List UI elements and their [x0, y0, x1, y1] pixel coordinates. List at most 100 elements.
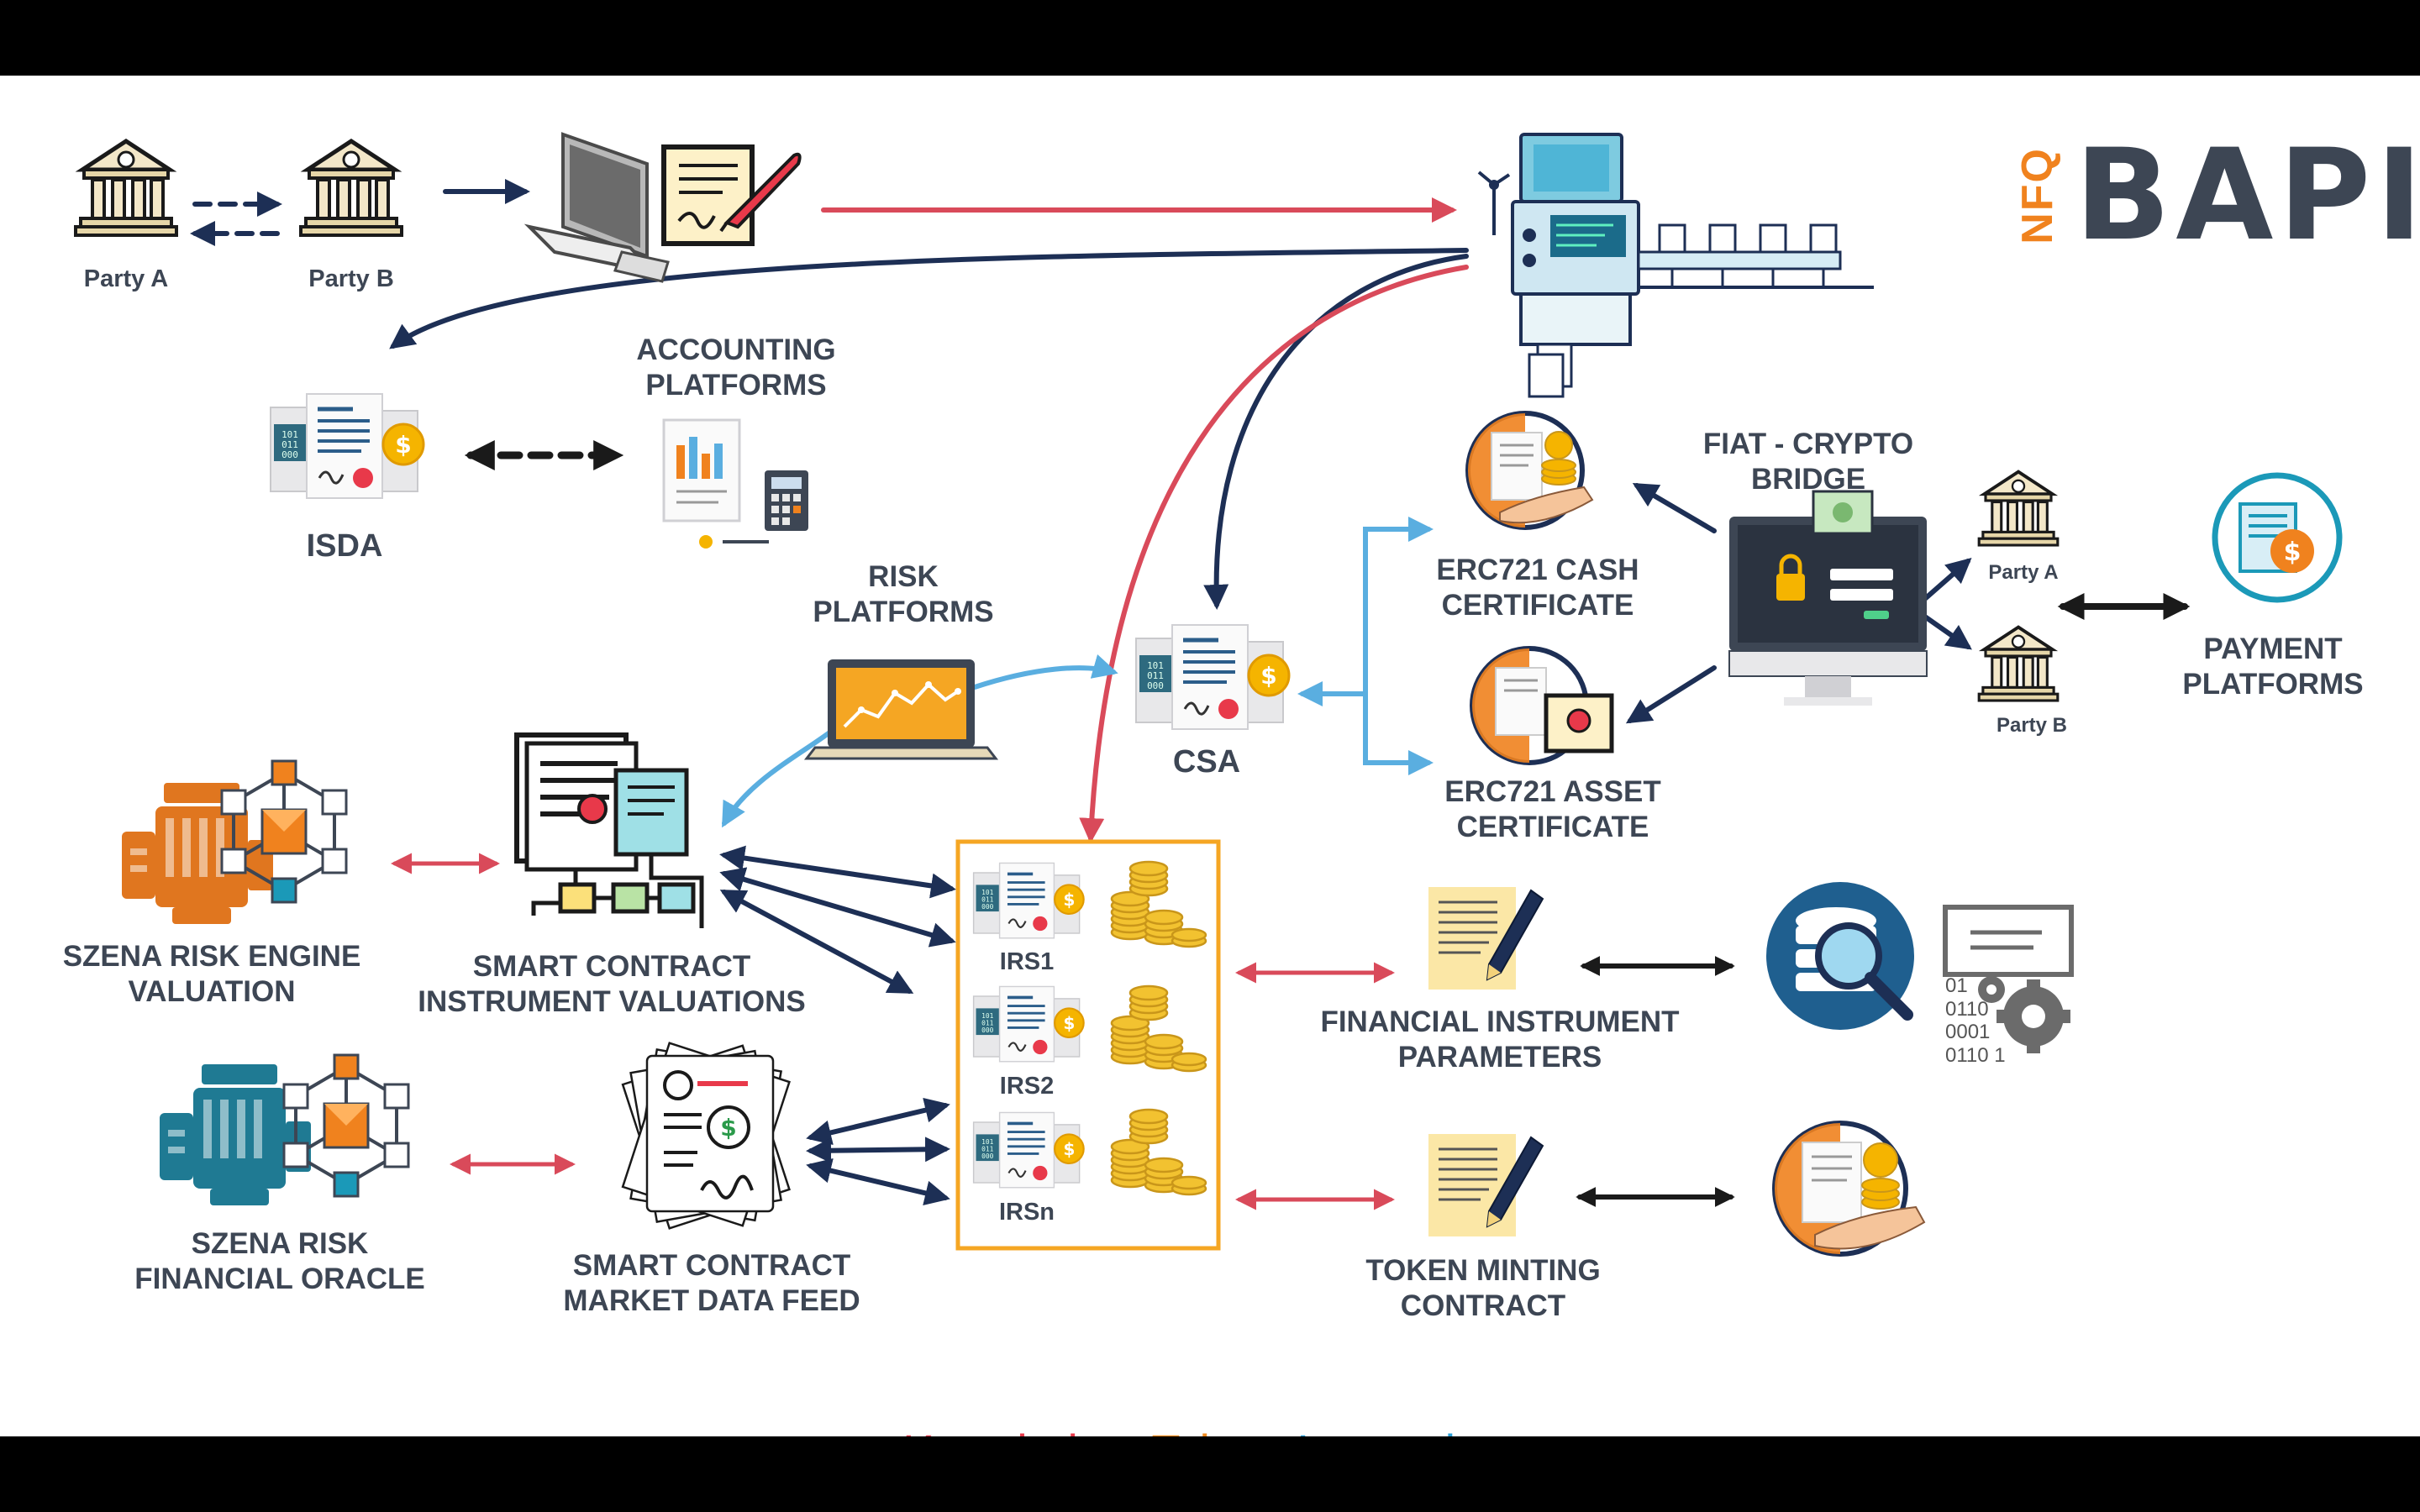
arrow-factory-to-csa: [1203, 254, 1469, 610]
label-party-a-top: Party A: [83, 265, 169, 292]
bank-icon: [1977, 470, 2060, 547]
label-financial-instrument-parameters: FINANCIAL INSTRUMENT PARAMETERS: [1320, 1005, 1679, 1075]
payment-icon: $: [2212, 472, 2343, 603]
label-smart-contract-valuations: SMART CONTRACT INSTRUMENT VALUATIONS: [418, 949, 805, 1020]
label-party-b-right: Party B: [1996, 714, 2068, 737]
arrow-valuation-irsn: [719, 890, 914, 994]
label-irsn: IRSn: [998, 1199, 1055, 1226]
label-erc721-cash-line1: ERC721 CASH: [1436, 554, 1639, 586]
label-fiat-line1: FIAT - CRYPTO: [1702, 428, 1914, 460]
logo-bapi-text: BAPI: [2075, 123, 2420, 269]
bank-icon: [301, 141, 402, 235]
label-payment-platforms: PAYMENT PLATFORMS: [2182, 632, 2363, 702]
diagram-canvas: 101 011 000 $: [0, 76, 2420, 1436]
arrow-market-irs1: [806, 1097, 950, 1146]
label-valuations-line2: INSTRUMENT VALUATIONS: [418, 985, 806, 1018]
label-payment-line2: PLATFORMS: [2182, 668, 2364, 701]
diagram-svg: 101 011 000 $: [0, 132, 2343, 1257]
contract-document-icon: [1136, 625, 1289, 729]
label-accounting-line2: PLATFORMS: [645, 369, 827, 402]
certificate-hand-coin-icon: [1465, 411, 1594, 530]
asset-certificate-icon: [1470, 646, 1614, 765]
arrow-risk-to-csa: [972, 654, 1118, 690]
arrow-risk-to-smart-contract: [722, 728, 834, 828]
contract-document-icon: [971, 984, 1086, 1063]
label-token-line2: CONTRACT: [1400, 1289, 1566, 1322]
coin-stack-icon: [1110, 984, 1207, 1073]
bank-icon: [1977, 625, 2060, 702]
svg-text:$: $: [720, 1114, 736, 1142]
label-risk-line2: PLATFORMS: [813, 596, 994, 628]
tagline-knowledge: Knowledge.: [902, 1425, 1141, 1436]
label-fiat-crypto-bridge: FIAT - CRYPTO BRIDGE: [1703, 427, 1913, 497]
label-party-b-top: Party B: [308, 265, 394, 292]
label-oracle-line2: FINANCIAL ORACLE: [134, 1263, 425, 1295]
label-valuations-line1: SMART CONTRACT: [472, 950, 751, 983]
certificate-hand-coin-icon: [1772, 1121, 1926, 1257]
label-erc721-cash: ERC721 CASH CERTIFICATE: [1436, 553, 1639, 623]
database-search-icon: [1766, 882, 1914, 1030]
bank-icon: [76, 141, 176, 235]
label-erc721-cash-line2: CERTIFICATE: [1441, 589, 1634, 622]
engine-icon: [122, 783, 273, 924]
label-irs1: IRS1: [999, 948, 1055, 975]
label-risk-platforms: RISK PLATFORMS: [813, 559, 993, 630]
tagline: Knowledge. Talent. Innovation.: [902, 1424, 1518, 1436]
coin-stack-icon: [1110, 1108, 1207, 1196]
contract-document-icon: [971, 861, 1086, 940]
arrow-bridge-to-asset-cert: [1625, 665, 1717, 724]
accounting-report-icon: [662, 418, 808, 549]
binary-text: 01 0110 0001 0110 1: [1945, 974, 2006, 1067]
label-risk-line1: RISK: [868, 560, 939, 593]
irs-container-box: [955, 839, 1221, 1251]
pencil-note-icon: [1427, 1132, 1544, 1238]
label-engine-line1: SZENA RISK ENGINE: [62, 940, 361, 973]
arrow-market-irsn: [806, 1158, 950, 1206]
svg-text:$: $: [2284, 538, 2302, 567]
arrow-factory-to-isda: [389, 248, 1469, 349]
label-payment-line1: PAYMENT: [2203, 633, 2343, 665]
label-accounting-platforms: ACCOUNTING PLATFORMS: [636, 333, 835, 403]
secure-computer-icon: [1728, 490, 1928, 706]
label-engine-line2: VALUATION: [128, 975, 296, 1008]
label-market-line1: SMART CONTRACT: [572, 1249, 851, 1282]
label-party-a-right: Party A: [1988, 561, 2059, 584]
label-market-line2: MARKET DATA FEED: [563, 1284, 860, 1317]
pencil-note-icon: [1427, 885, 1544, 991]
computer-icon: [523, 132, 670, 283]
label-erc721-asset-line2: CERTIFICATE: [1456, 811, 1649, 843]
contract-document-icon: [271, 394, 424, 498]
arrow-bracket-to-cash-cert: [1363, 517, 1434, 696]
label-isda: ISDA: [306, 528, 383, 564]
label-finparams-line2: PARAMETERS: [1397, 1041, 1602, 1074]
label-szena-engine: SZENA RISK ENGINE VALUATION: [63, 939, 361, 1010]
arrow-bridge-to-cash-cert: [1632, 482, 1717, 533]
label-finparams-line1: FINANCIAL INSTRUMENT: [1320, 1005, 1680, 1038]
label-fiat-line2: BRIDGE: [1750, 463, 1866, 496]
market-data-feed-icon: $: [621, 1042, 791, 1230]
arrow-bracket-to-asset-cert: [1363, 691, 1434, 775]
label-erc721-asset: ERC721 ASSET CERTIFICATE: [1444, 774, 1660, 845]
nfq-bapi-logo: NFQ BAPI: [2012, 133, 2420, 259]
gear-icon: [1943, 905, 2074, 1053]
label-token-line1: TOKEN MINTING: [1365, 1254, 1601, 1287]
arrow-bridge-to-party-b: [1918, 611, 1972, 650]
label-market-data-feed: SMART CONTRACT MARKET DATA FEED: [563, 1248, 860, 1319]
signed-contract-icon: [661, 144, 802, 246]
factory-machine-icon: [1477, 133, 1874, 398]
arrow-market-irs2: [806, 1137, 950, 1163]
arrow-bridge-to-party-a: [1918, 558, 1972, 606]
label-csa: CSA: [1172, 744, 1241, 780]
coin-stack-icon: [1110, 860, 1207, 948]
label-oracle-line1: SZENA RISK: [191, 1227, 369, 1260]
smart-contract-flow-icon: [514, 732, 704, 928]
label-token-minting: TOKEN MINTING CONTRACT: [1365, 1253, 1600, 1324]
label-szena-oracle: SZENA RISK FINANCIAL ORACLE: [134, 1226, 424, 1297]
risk-chart-laptop-icon: [803, 659, 999, 760]
label-irs2: IRS2: [999, 1073, 1055, 1100]
tagline-talent: Talent.: [1151, 1425, 1285, 1436]
label-accounting-line1: ACCOUNTING: [636, 333, 836, 366]
tagline-innovation: Innovation.: [1297, 1425, 1518, 1436]
label-erc721-asset-line1: ERC721 ASSET: [1444, 775, 1661, 808]
logo-nfq-text: NFQ: [2013, 147, 2062, 244]
